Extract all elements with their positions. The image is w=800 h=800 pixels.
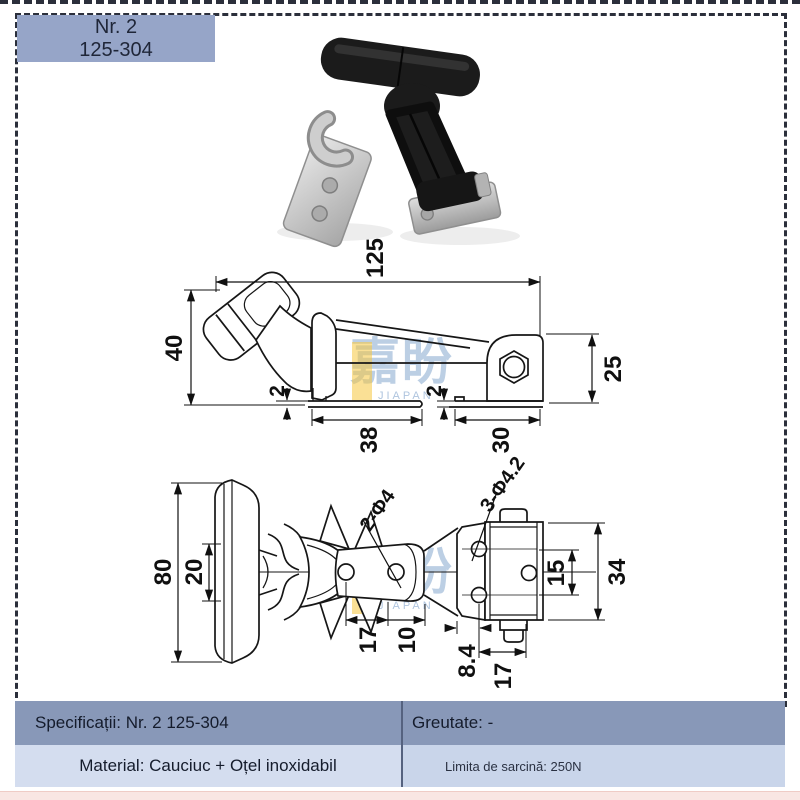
- material-label: Material: Cauciuc + Oțel inoxidabil: [79, 756, 337, 775]
- dim-keeper-hole-pitch: 15: [543, 560, 570, 587]
- keeper-plate-inner: [489, 522, 538, 620]
- top-view-drawing: [214, 479, 596, 664]
- spec-cell-material: Material: Cauciuc + Oțel inoxidabil: [15, 745, 401, 787]
- dim-keeper-pitch-b: 17: [490, 663, 517, 690]
- dim-keeper-holes: 3-Φ4.2: [476, 453, 530, 516]
- dim-overall-length: 125: [362, 238, 389, 278]
- side-view-drawing: [202, 271, 544, 408]
- side-strap: [335, 319, 490, 364]
- dim-keeper-width: 34: [604, 558, 631, 585]
- dim-hole-edge: 10: [394, 627, 421, 654]
- bellows-wave-1: [267, 533, 300, 611]
- keeper-bottom-curl: [499, 620, 528, 643]
- dim-base-left: 38: [356, 427, 383, 454]
- side-body: [255, 304, 312, 393]
- keeper-plate: [484, 521, 544, 621]
- dim-overall-height: 40: [161, 335, 188, 362]
- top-handle-neck: [258, 549, 278, 596]
- flange-spike: [318, 593, 351, 641]
- side-view-dimensions: [184, 276, 599, 426]
- side-flange: [311, 312, 337, 401]
- product-photo: [277, 37, 520, 248]
- leader-3xphi42: [471, 491, 498, 562]
- side-base-plate-left: [308, 400, 423, 408]
- leader-2xphi4: [362, 519, 402, 589]
- dim-plate-thickness-right: 2: [423, 385, 446, 397]
- latch-photo: [320, 37, 502, 235]
- spec-cell-load-limit: Limita de sarcină: 250N: [401, 745, 785, 787]
- bellows-waist: [262, 555, 269, 589]
- spec-cell-weight: Greutate: -: [401, 701, 785, 745]
- strap-flare: [423, 527, 459, 617]
- dim-keeper-height: 25: [600, 356, 627, 383]
- keeper-bracket-photo: [282, 110, 372, 248]
- dim-base-right: 30: [488, 427, 515, 454]
- part-number-badge: Nr. 2 125-304: [17, 15, 215, 62]
- top-view-dimensions: [171, 482, 605, 663]
- side-view-labels: 125 40 25 38 30 2 2: [161, 238, 627, 453]
- dim-hole-pitch-a: 17: [355, 627, 382, 654]
- latch-t-handle: [320, 37, 480, 97]
- flange-spike: [318, 503, 351, 551]
- dim-keeper-edge: 8.4: [454, 644, 481, 678]
- top-handle-lines: [223, 481, 233, 662]
- latch-strap-end: [416, 171, 492, 212]
- keeper-hole-centerlines: [462, 548, 537, 596]
- dim-handle-width: 20: [181, 559, 208, 586]
- keeper-hole-3: [520, 564, 538, 582]
- spec-table: Specificații: Nr. 2 125-304 Greutate: - …: [15, 701, 785, 787]
- side-base-plate-right: [449, 396, 543, 408]
- spec-cell-specifications: Specificații: Nr. 2 125-304: [15, 701, 401, 745]
- specifications-label: Specificații: Nr. 2 125-304: [35, 713, 229, 732]
- body-hole-1: [337, 563, 355, 581]
- dim-body-holes: 2-Φ4: [356, 485, 401, 535]
- top-body: [334, 543, 425, 602]
- top-handle: [214, 479, 260, 664]
- top-body-inner: [403, 543, 417, 602]
- badge-line1: Nr. 2: [94, 15, 138, 38]
- body-hole-2: [387, 563, 405, 581]
- top-edge-dashed-line: [0, 0, 800, 4]
- side-nut-circle: [502, 355, 526, 379]
- keeper-top-curl: [499, 508, 528, 522]
- load-limit-label: Limita de sarcină: 250N: [445, 758, 582, 774]
- dim-plate-thickness-left: 2: [266, 385, 289, 397]
- dim-handle-length: 80: [150, 559, 177, 586]
- bottom-pink-strip: [0, 791, 800, 800]
- badge-line2: 125-304: [79, 38, 153, 61]
- weight-label: Greutate: -: [412, 713, 494, 732]
